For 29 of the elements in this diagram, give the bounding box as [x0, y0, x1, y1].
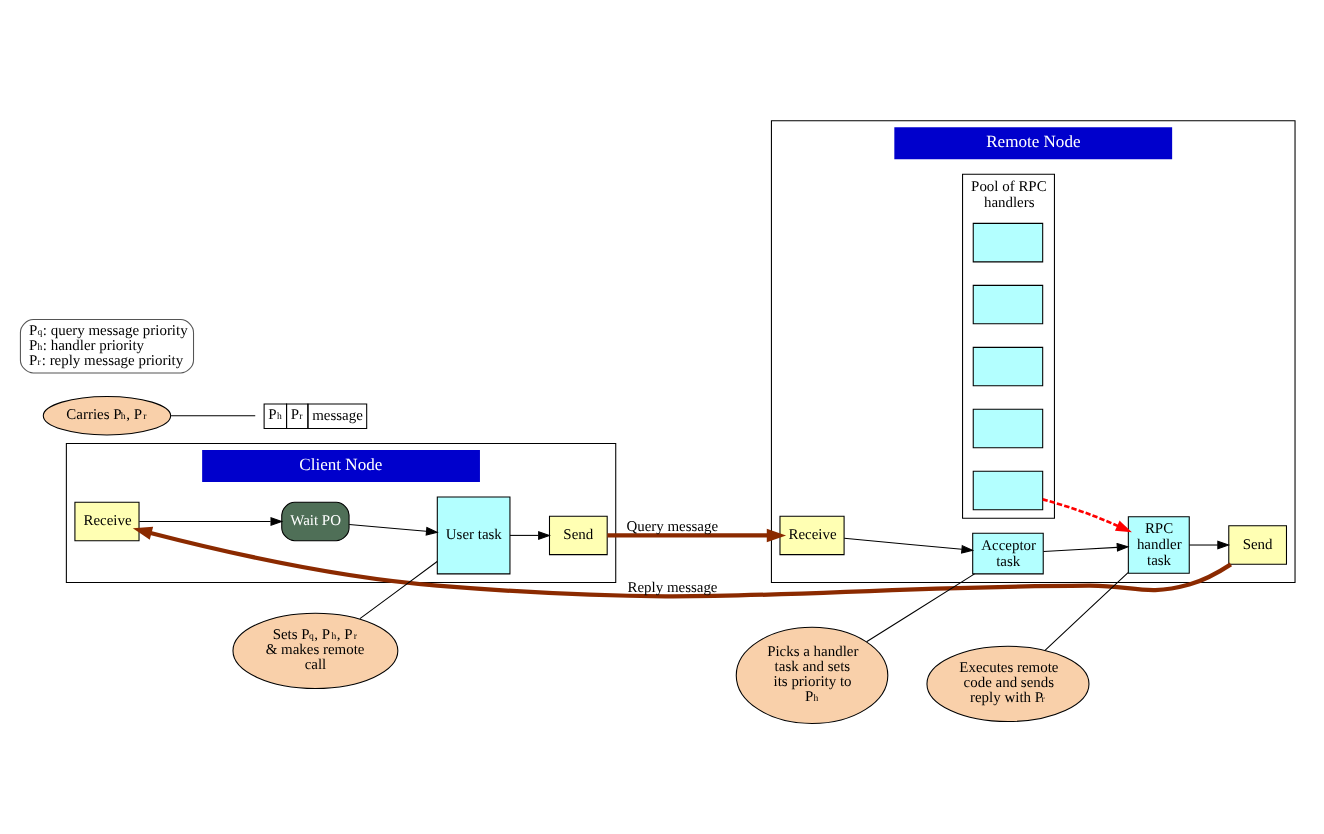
node-box — [972, 221, 1044, 262]
node-box — [972, 345, 1044, 386]
node-box: RPC handler task — [1127, 515, 1190, 573]
node-box — [972, 407, 1044, 448]
connector — [170, 414, 256, 416]
node-box: User task — [436, 495, 511, 574]
node-box: Send — [548, 514, 608, 555]
node-box — [972, 283, 1044, 324]
connector — [359, 560, 438, 619]
edge-label: Query message — [626, 516, 719, 535]
arrow — [1188, 539, 1231, 549]
node-box: Send — [1228, 524, 1287, 564]
node-box: Receive — [74, 500, 140, 541]
node-box: Receive — [779, 514, 845, 555]
node-box: Wait PO — [281, 500, 350, 541]
arrow — [348, 522, 439, 535]
edge-label: Reply message — [627, 577, 718, 596]
node-box — [972, 469, 1044, 510]
connector — [1044, 571, 1129, 650]
arrow — [509, 529, 551, 539]
node-box: Acceptor task — [972, 531, 1044, 574]
arrow — [843, 536, 975, 553]
cluster: Pool of RPC handlers — [962, 172, 1055, 518]
connector — [866, 572, 976, 642]
arrow — [607, 527, 787, 542]
arrow — [1042, 497, 1132, 532]
arrow — [132, 525, 1232, 598]
arrow — [1043, 541, 1130, 552]
arrow — [138, 516, 284, 525]
